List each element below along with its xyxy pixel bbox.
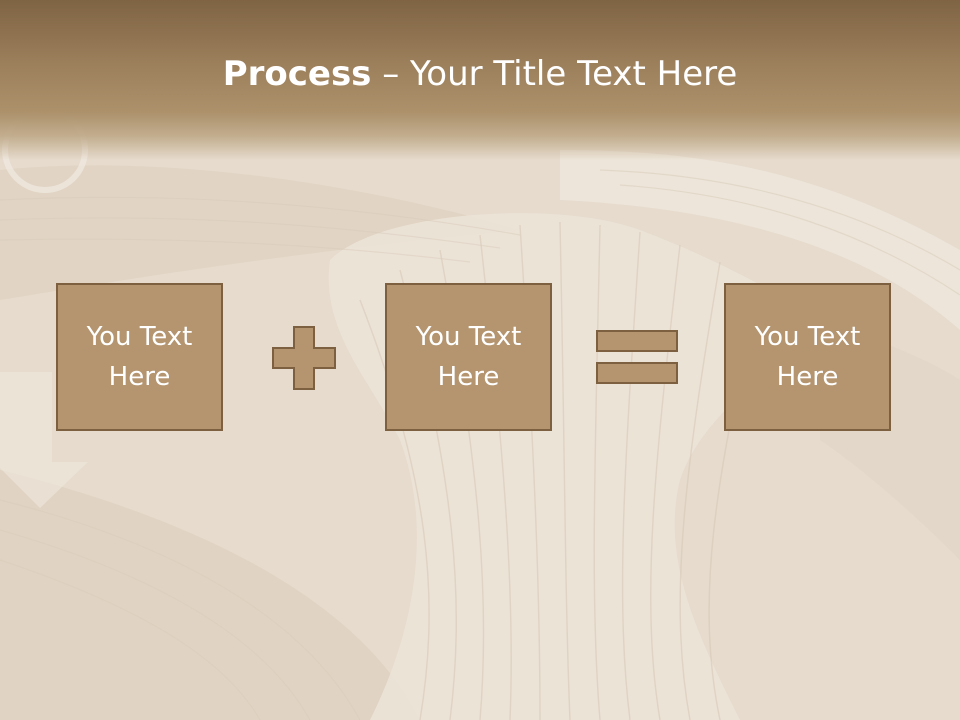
process-box-2-text: You Text Here: [415, 322, 522, 392]
header-band: [0, 0, 960, 160]
process-box-3: You Text Here: [724, 283, 891, 431]
process-box-1-text: You Text Here: [86, 322, 193, 392]
slide-title: Process – Your Title Text Here: [0, 50, 960, 98]
process-box-1: You Text Here: [56, 283, 223, 431]
equals-icon: [596, 330, 678, 384]
plus-icon: [272, 326, 336, 390]
process-box-2: You Text Here: [385, 283, 552, 431]
title-bold-part: Process: [222, 54, 372, 94]
process-box-3-text: You Text Here: [754, 322, 861, 392]
title-rest-part: – Your Title Text Here: [371, 54, 738, 94]
